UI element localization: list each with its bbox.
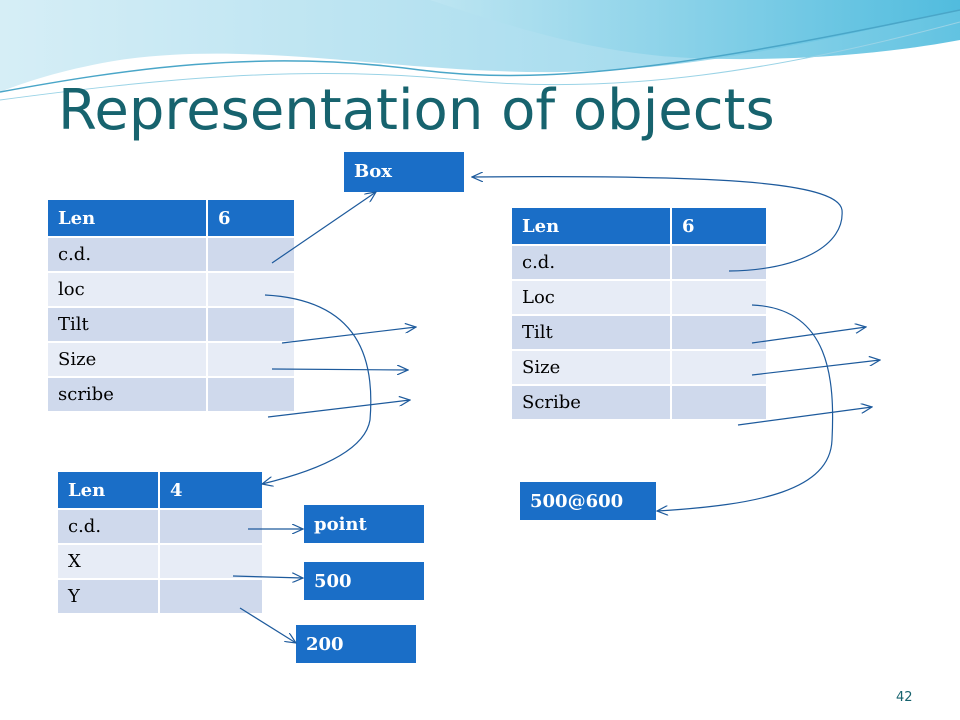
page-number: 42 <box>896 690 913 705</box>
field-name: scribe <box>48 378 208 413</box>
field-name: X <box>58 545 160 580</box>
field-value: 6 <box>208 200 296 238</box>
field-name: Scribe <box>512 386 672 421</box>
field-value <box>208 273 296 308</box>
table-row: c.d. <box>58 510 264 545</box>
field-value <box>672 316 768 351</box>
field-name: Len <box>58 472 160 510</box>
field-name: Loc <box>512 281 672 316</box>
arrow-right-tilt <box>751 327 866 344</box>
right-object-table: Len 6 c.d. Loc Tilt Size Scribe <box>512 208 768 421</box>
field-value <box>160 510 264 545</box>
table-row: Loc <box>512 281 768 316</box>
arrow-tilt <box>281 327 416 344</box>
table-row: X <box>58 545 264 580</box>
header-wave-decoration <box>0 0 960 101</box>
table-row: Size <box>48 343 296 378</box>
field-value <box>672 351 768 386</box>
field-value <box>160 580 264 615</box>
table-row: Len 4 <box>58 472 264 510</box>
field-value <box>208 343 296 378</box>
field-value: 4 <box>160 472 264 510</box>
field-value <box>672 386 768 421</box>
field-value <box>208 378 296 413</box>
field-value <box>672 281 768 316</box>
table-row: loc <box>48 273 296 308</box>
table-row: scribe <box>48 378 296 413</box>
field-value <box>672 246 768 281</box>
table-row: Tilt <box>48 308 296 343</box>
field-name: Tilt <box>48 308 208 343</box>
point-class-box: point <box>304 505 424 543</box>
arrow-right-size <box>751 360 880 376</box>
location-value-box: 500@600 <box>520 482 656 520</box>
table-row: Size <box>512 351 768 386</box>
table-row: c.d. <box>512 246 768 281</box>
field-name: Tilt <box>512 316 672 351</box>
point-object-table: Len 4 c.d. X Y <box>58 472 264 615</box>
field-name: Len <box>512 208 672 246</box>
table-row: Len 6 <box>512 208 768 246</box>
y-value-box: 200 <box>296 625 416 663</box>
table-row: Scribe <box>512 386 768 421</box>
table-row: Len 6 <box>48 200 296 238</box>
field-name: Size <box>512 351 672 386</box>
field-value <box>208 238 296 273</box>
field-value: 6 <box>672 208 768 246</box>
field-name: Len <box>48 200 208 238</box>
field-name: loc <box>48 273 208 308</box>
field-name: c.d. <box>48 238 208 273</box>
field-name: Size <box>48 343 208 378</box>
field-name: c.d. <box>512 246 672 281</box>
field-value <box>160 545 264 580</box>
table-row: c.d. <box>48 238 296 273</box>
table-row: Y <box>58 580 264 615</box>
field-value <box>208 308 296 343</box>
table-row: Tilt <box>512 316 768 351</box>
x-value-box: 500 <box>304 562 424 600</box>
box-class-box: Box <box>344 152 464 192</box>
field-name: Y <box>58 580 160 615</box>
field-name: c.d. <box>58 510 160 545</box>
left-object-table: Len 6 c.d. loc Tilt Size scribe <box>48 200 296 413</box>
slide-title: Representation of objects <box>58 78 775 143</box>
